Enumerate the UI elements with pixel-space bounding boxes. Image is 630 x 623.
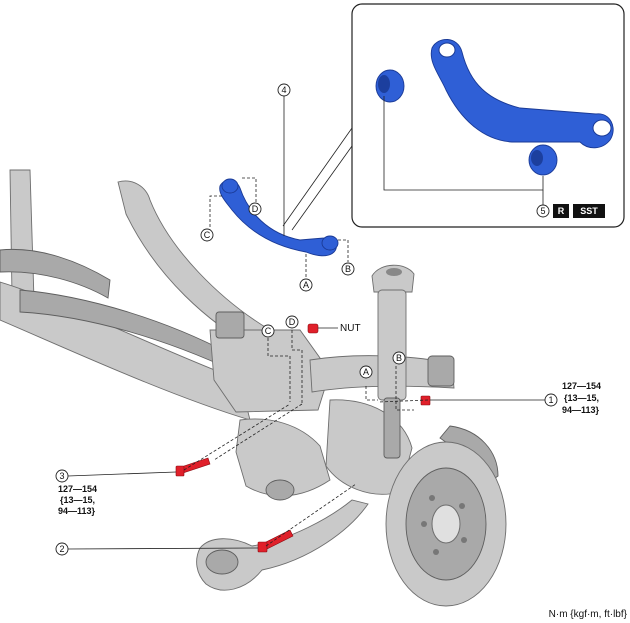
callout-b-top: B bbox=[341, 262, 355, 276]
torque-spec-3: 127—154 {13—15, 94—113} bbox=[58, 484, 97, 516]
inset-control-arm bbox=[430, 39, 614, 149]
callout-d-main: D bbox=[285, 315, 299, 329]
assembly-guides bbox=[183, 330, 429, 547]
callout-c-top: C bbox=[200, 228, 214, 242]
callout-d-main-text: D bbox=[289, 317, 296, 327]
units-label: N·m {kgf·m, ft·lbf} bbox=[549, 609, 628, 620]
brake-disc bbox=[385, 441, 507, 607]
inset-bushing-left bbox=[375, 69, 405, 103]
callout-1-text: 1 bbox=[548, 395, 553, 405]
callout-d-top-text: D bbox=[252, 204, 259, 214]
inset-pointer-lines bbox=[282, 127, 353, 231]
callout-1: 1 bbox=[430, 393, 558, 407]
inset-bushing-right bbox=[528, 144, 558, 176]
callout-a-top: A bbox=[299, 278, 313, 292]
callout-a-main: A bbox=[359, 365, 373, 379]
bolt-3 bbox=[175, 457, 211, 477]
callout-a-main-text: A bbox=[363, 367, 369, 377]
exploded-arm-guides bbox=[209, 177, 349, 278]
callout-4-text: 4 bbox=[281, 85, 286, 95]
torque-3-line3: 94—113} bbox=[58, 506, 96, 516]
callout-5-text: 5 bbox=[540, 206, 545, 216]
callout-2-text: 2 bbox=[59, 544, 64, 554]
torque-1-line3: 94—113} bbox=[562, 405, 600, 415]
callout-b-main-text: B bbox=[396, 353, 402, 363]
inset-leaders bbox=[383, 96, 544, 205]
subframe-assembly bbox=[0, 169, 499, 501]
lower-link bbox=[196, 499, 369, 591]
exploded-control-arm bbox=[219, 178, 339, 257]
callout-b-main: B bbox=[392, 351, 406, 365]
callout-d-top: D bbox=[248, 202, 262, 216]
torque-1-line1: 127—154 bbox=[562, 381, 601, 391]
callout-2: 2 bbox=[55, 542, 259, 556]
tag-r-text: R bbox=[558, 206, 565, 216]
tag-sst: SST bbox=[573, 204, 605, 218]
nut bbox=[307, 323, 319, 334]
callout-5: 5 bbox=[536, 204, 550, 218]
callout-b-top-text: B bbox=[345, 264, 351, 274]
callout-3: 3 bbox=[55, 469, 177, 483]
callout-4: 4 bbox=[277, 83, 291, 236]
tag-sst-text: SST bbox=[580, 206, 598, 216]
torque-1-line2: {13—15, bbox=[564, 393, 599, 403]
torque-3-line2: {13—15, bbox=[60, 495, 95, 505]
bolt-2 bbox=[257, 529, 294, 553]
torque-spec-1: 127—154 {13—15, 94—113} bbox=[562, 381, 601, 415]
nut-label-text: NUT bbox=[340, 323, 361, 334]
tag-r: R bbox=[553, 204, 569, 218]
callout-3-text: 3 bbox=[59, 471, 64, 481]
callout-c-top-text: C bbox=[204, 230, 211, 240]
nut-label: NUT bbox=[318, 323, 361, 334]
torque-3-line1: 127—154 bbox=[58, 484, 97, 494]
callout-a-top-text: A bbox=[303, 280, 309, 290]
callout-c-main-text: C bbox=[265, 326, 272, 336]
shock-absorber bbox=[371, 264, 415, 459]
callout-c-main: C bbox=[261, 324, 275, 338]
